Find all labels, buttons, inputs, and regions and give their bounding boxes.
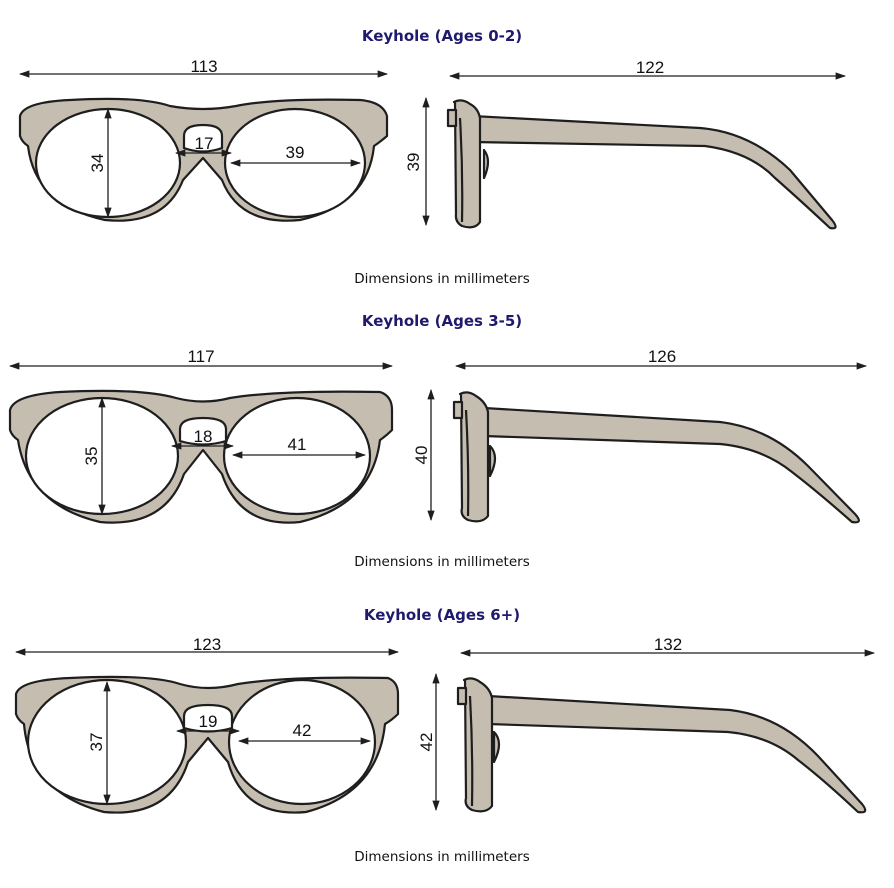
temple-length-label: 132 <box>654 635 682 654</box>
frame-height-label: 40 <box>412 446 431 465</box>
diagram-title: Keyhole (Ages 0-2) <box>361 27 523 45</box>
diagram-title: Keyhole (Ages 6+) <box>363 606 521 624</box>
bridge-label: 19 <box>199 712 218 731</box>
lens-width-label: 42 <box>293 721 312 740</box>
temple-length-label: 126 <box>648 347 676 366</box>
lens-width-label: 39 <box>286 143 305 162</box>
bridge-label: 17 <box>195 134 214 153</box>
lens-height-label: 35 <box>82 447 101 466</box>
frame-width-label: 117 <box>187 347 214 366</box>
frame-width-label: 123 <box>193 635 221 654</box>
frame-height-label: 42 <box>417 733 436 752</box>
diagram-title: Keyhole (Ages 3-5) <box>361 312 523 330</box>
units-caption: Dimensions in millimeters <box>354 271 530 287</box>
frame-side-view <box>456 677 867 814</box>
lens-width-label: 41 <box>288 435 307 454</box>
frame-height-label: 39 <box>404 153 423 172</box>
lens-height-label: 34 <box>88 154 107 173</box>
glasses-diagram: 113 34 17 39 39 122 <box>18 57 847 230</box>
right-lens <box>227 678 377 806</box>
bridge-label: 18 <box>194 427 213 446</box>
lens-height-label: 37 <box>87 733 106 752</box>
units-caption: Dimensions in millimeters <box>354 554 530 570</box>
frame-width-label: 113 <box>190 57 217 76</box>
temple-length-label: 122 <box>636 58 664 77</box>
units-caption: Dimensions in millimeters <box>354 849 530 865</box>
frame-side-view <box>446 99 837 230</box>
frame-side-view <box>452 391 860 524</box>
glasses-diagram: 117 35 18 41 40 126 <box>8 347 868 524</box>
